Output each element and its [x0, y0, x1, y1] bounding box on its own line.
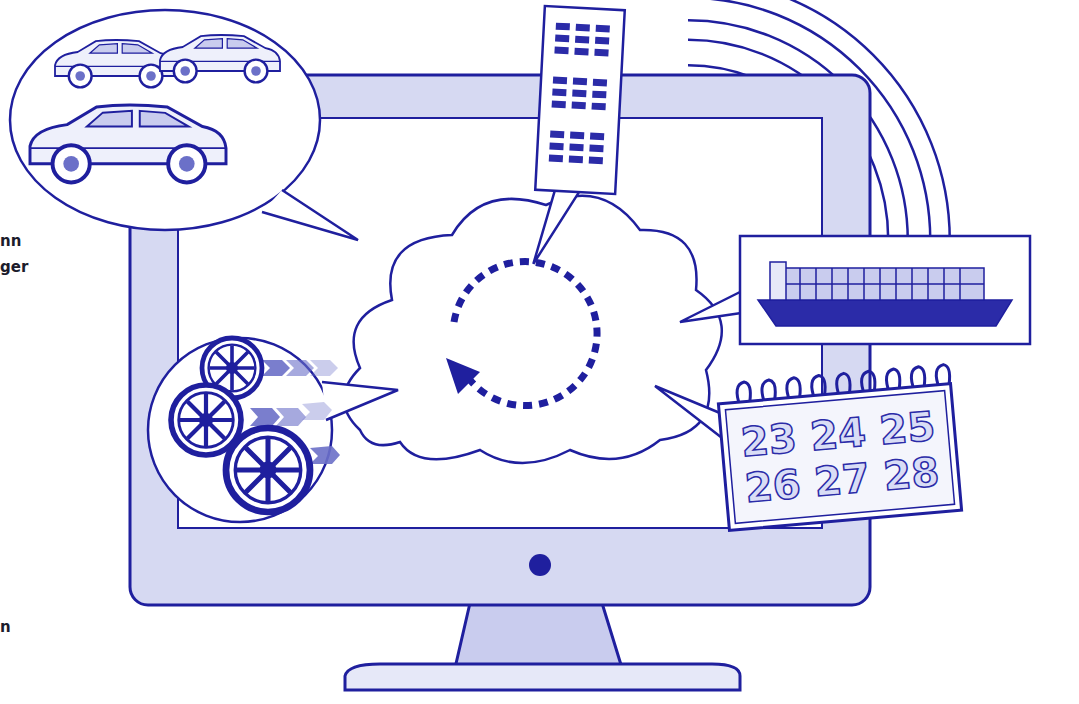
document-bubble [531, 6, 624, 268]
text-fragment: n [0, 618, 11, 636]
text-fragment: ger [0, 258, 28, 276]
calendar-frame [718, 384, 961, 531]
calendar-box: 23 24 25 26 27 28 [717, 382, 963, 532]
cars-bubble [10, 10, 358, 240]
calendar-dates: 23 24 25 26 27 28 [731, 402, 948, 512]
wheels-bubble [148, 338, 398, 522]
cloud [344, 196, 722, 463]
text-fragment: nn [0, 232, 21, 250]
ship-bubble [680, 236, 1030, 344]
calendar-page [725, 391, 954, 524]
cycle-arrow [446, 262, 597, 406]
